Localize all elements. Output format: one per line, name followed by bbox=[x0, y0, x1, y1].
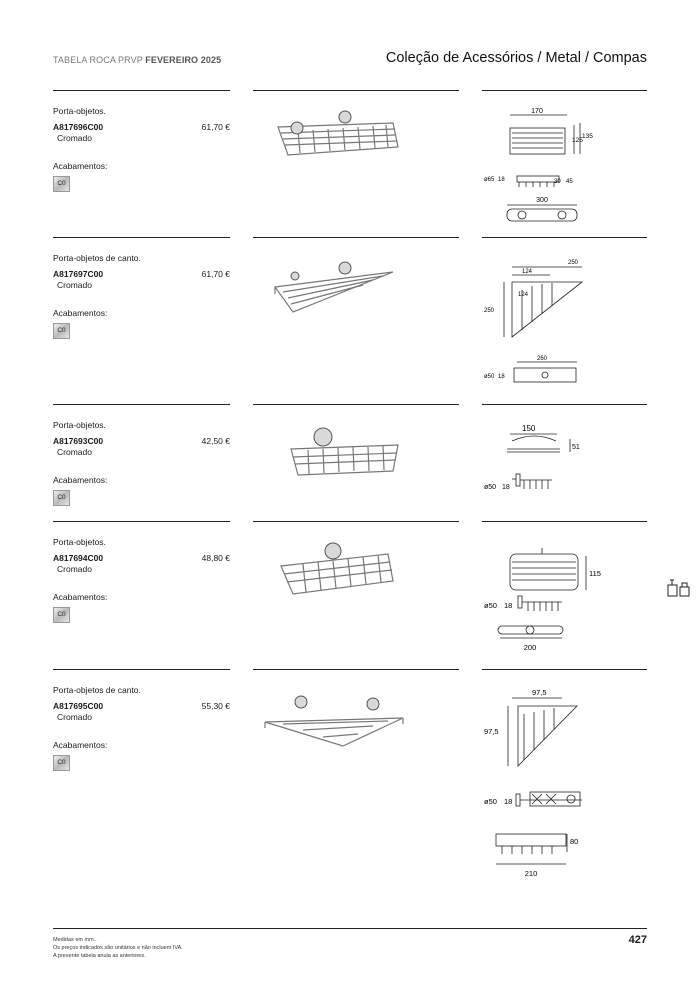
product-price: 55,30 € bbox=[201, 701, 230, 711]
finish-chip-chrome: C0 bbox=[53, 755, 70, 771]
divider bbox=[253, 404, 459, 405]
footer-note: Medidas em mm.. bbox=[53, 937, 97, 943]
product-photo bbox=[280, 542, 394, 595]
product-photo bbox=[290, 427, 399, 476]
product-description: Porta-objetos de canto. bbox=[53, 253, 141, 263]
header-catalog-date: FEVEREIRO 2025 bbox=[145, 55, 222, 65]
finishes-label: Acabamentos: bbox=[53, 592, 108, 602]
header-catalog-prefix: TABELA ROCA PRVP bbox=[53, 55, 143, 65]
product-price: 61,70 € bbox=[201, 269, 230, 279]
footer-divider bbox=[53, 928, 647, 929]
product-finish: Cromado bbox=[57, 447, 92, 457]
dimension-label: ø50 bbox=[484, 374, 495, 380]
product-description: Porta-objetos. bbox=[53, 420, 106, 430]
dimension-label: 30 bbox=[554, 179, 561, 185]
divider bbox=[253, 90, 459, 91]
technical-drawing: 150 51 ø50 18 bbox=[484, 424, 580, 491]
product-photo bbox=[277, 110, 399, 156]
technical-drawing: 97,5 97,5 ø50 18 80 210 bbox=[484, 688, 582, 878]
product-photo bbox=[264, 695, 404, 747]
dimension-label: 18 bbox=[498, 374, 505, 380]
dimension-label: 80 bbox=[570, 837, 578, 846]
page-number: 427 bbox=[628, 934, 647, 946]
footer-note: A presente tabela anula as anteriores. bbox=[53, 953, 146, 959]
dimension-label: 210 bbox=[525, 869, 538, 878]
dimension-label: ø65 bbox=[484, 177, 495, 183]
dimension-label: 115 bbox=[589, 569, 601, 578]
product-code: A817697C00 bbox=[53, 269, 104, 279]
technical-drawing: 170 125 135 ø65 18 30 45 300 bbox=[484, 108, 593, 222]
product-description: Porta-objetos. bbox=[53, 106, 106, 116]
finishes-label: Acabamentos: bbox=[53, 308, 108, 318]
product-description: Porta-objetos. bbox=[53, 537, 106, 547]
dimension-label: 51 bbox=[572, 444, 580, 451]
dimension-label: 18 bbox=[504, 601, 512, 610]
dimension-label: 18 bbox=[498, 177, 505, 183]
product-finish: Cromado bbox=[57, 564, 92, 574]
divider bbox=[253, 521, 459, 522]
dimension-label: 97,5 bbox=[532, 688, 547, 697]
finish-chip-chrome: C0 bbox=[53, 607, 70, 623]
product-price: 48,80 € bbox=[201, 553, 230, 563]
product-finish: Cromado bbox=[57, 280, 92, 290]
footer-note: Os preços indicados são unitários e não … bbox=[53, 945, 183, 951]
product-finish: Cromado bbox=[57, 133, 92, 143]
bathroom-accessories-icon bbox=[667, 579, 690, 597]
dimension-label: 300 bbox=[536, 197, 548, 204]
product-code: A817695C00 bbox=[53, 701, 104, 711]
divider bbox=[53, 669, 230, 670]
dimension-label: 124 bbox=[518, 292, 529, 298]
product-code: A817694C00 bbox=[53, 553, 104, 563]
finish-chip-chrome: C0 bbox=[53, 323, 70, 339]
dimension-label: 135 bbox=[582, 133, 593, 140]
dimension-label: ø50 bbox=[484, 484, 496, 491]
divider bbox=[482, 669, 647, 670]
product-price: 61,70 € bbox=[201, 122, 230, 132]
product-code: A817693C00 bbox=[53, 436, 104, 446]
dimension-label: ø50 bbox=[484, 797, 497, 806]
finishes-label: Acabamentos: bbox=[53, 740, 108, 750]
product-price: 42,50 € bbox=[201, 436, 230, 446]
divider bbox=[482, 237, 647, 238]
divider bbox=[482, 404, 647, 405]
technical-drawing: 250 124 124 250 260 ø50 18 bbox=[484, 260, 584, 383]
technical-drawing: 115 ø50 18 200 bbox=[484, 548, 601, 652]
divider bbox=[53, 237, 230, 238]
header-catalog-label: TABELA ROCA PRVP FEVEREIRO 2025 bbox=[53, 55, 221, 65]
dimension-label: 125 bbox=[572, 137, 583, 144]
finish-chip-chrome: C0 bbox=[53, 490, 70, 506]
dimension-label: ø50 bbox=[484, 601, 497, 610]
dimension-label: 18 bbox=[502, 484, 510, 491]
product-description: Porta-objetos de canto. bbox=[53, 685, 141, 695]
dimension-label: 45 bbox=[566, 179, 573, 185]
dimension-label: 260 bbox=[537, 356, 548, 362]
divider bbox=[53, 404, 230, 405]
footer-notes: Medidas em mm.. Os preços indicados são … bbox=[53, 936, 183, 960]
divider bbox=[253, 237, 459, 238]
dimension-label: 97,5 bbox=[484, 727, 499, 736]
product-finish: Cromado bbox=[57, 712, 92, 722]
product-code: A817696C00 bbox=[53, 122, 104, 132]
finishes-label: Acabamentos: bbox=[53, 475, 108, 485]
finishes-label: Acabamentos: bbox=[53, 161, 108, 171]
divider bbox=[53, 90, 230, 91]
dimension-label: 150 bbox=[522, 424, 536, 433]
dimension-label: 250 bbox=[568, 260, 579, 266]
dimension-label: 170 bbox=[531, 108, 543, 115]
page-title: Coleção de Acessórios / Metal / Compas bbox=[385, 50, 647, 66]
dimension-label: 250 bbox=[484, 308, 495, 314]
divider bbox=[482, 521, 647, 522]
divider bbox=[482, 90, 647, 91]
dimension-label: 200 bbox=[524, 643, 537, 652]
divider bbox=[53, 521, 230, 522]
dimension-label: 124 bbox=[522, 269, 533, 275]
product-photo bbox=[273, 261, 394, 313]
dimension-label: 18 bbox=[504, 797, 512, 806]
divider bbox=[253, 669, 459, 670]
finish-chip-chrome: C0 bbox=[53, 176, 70, 192]
